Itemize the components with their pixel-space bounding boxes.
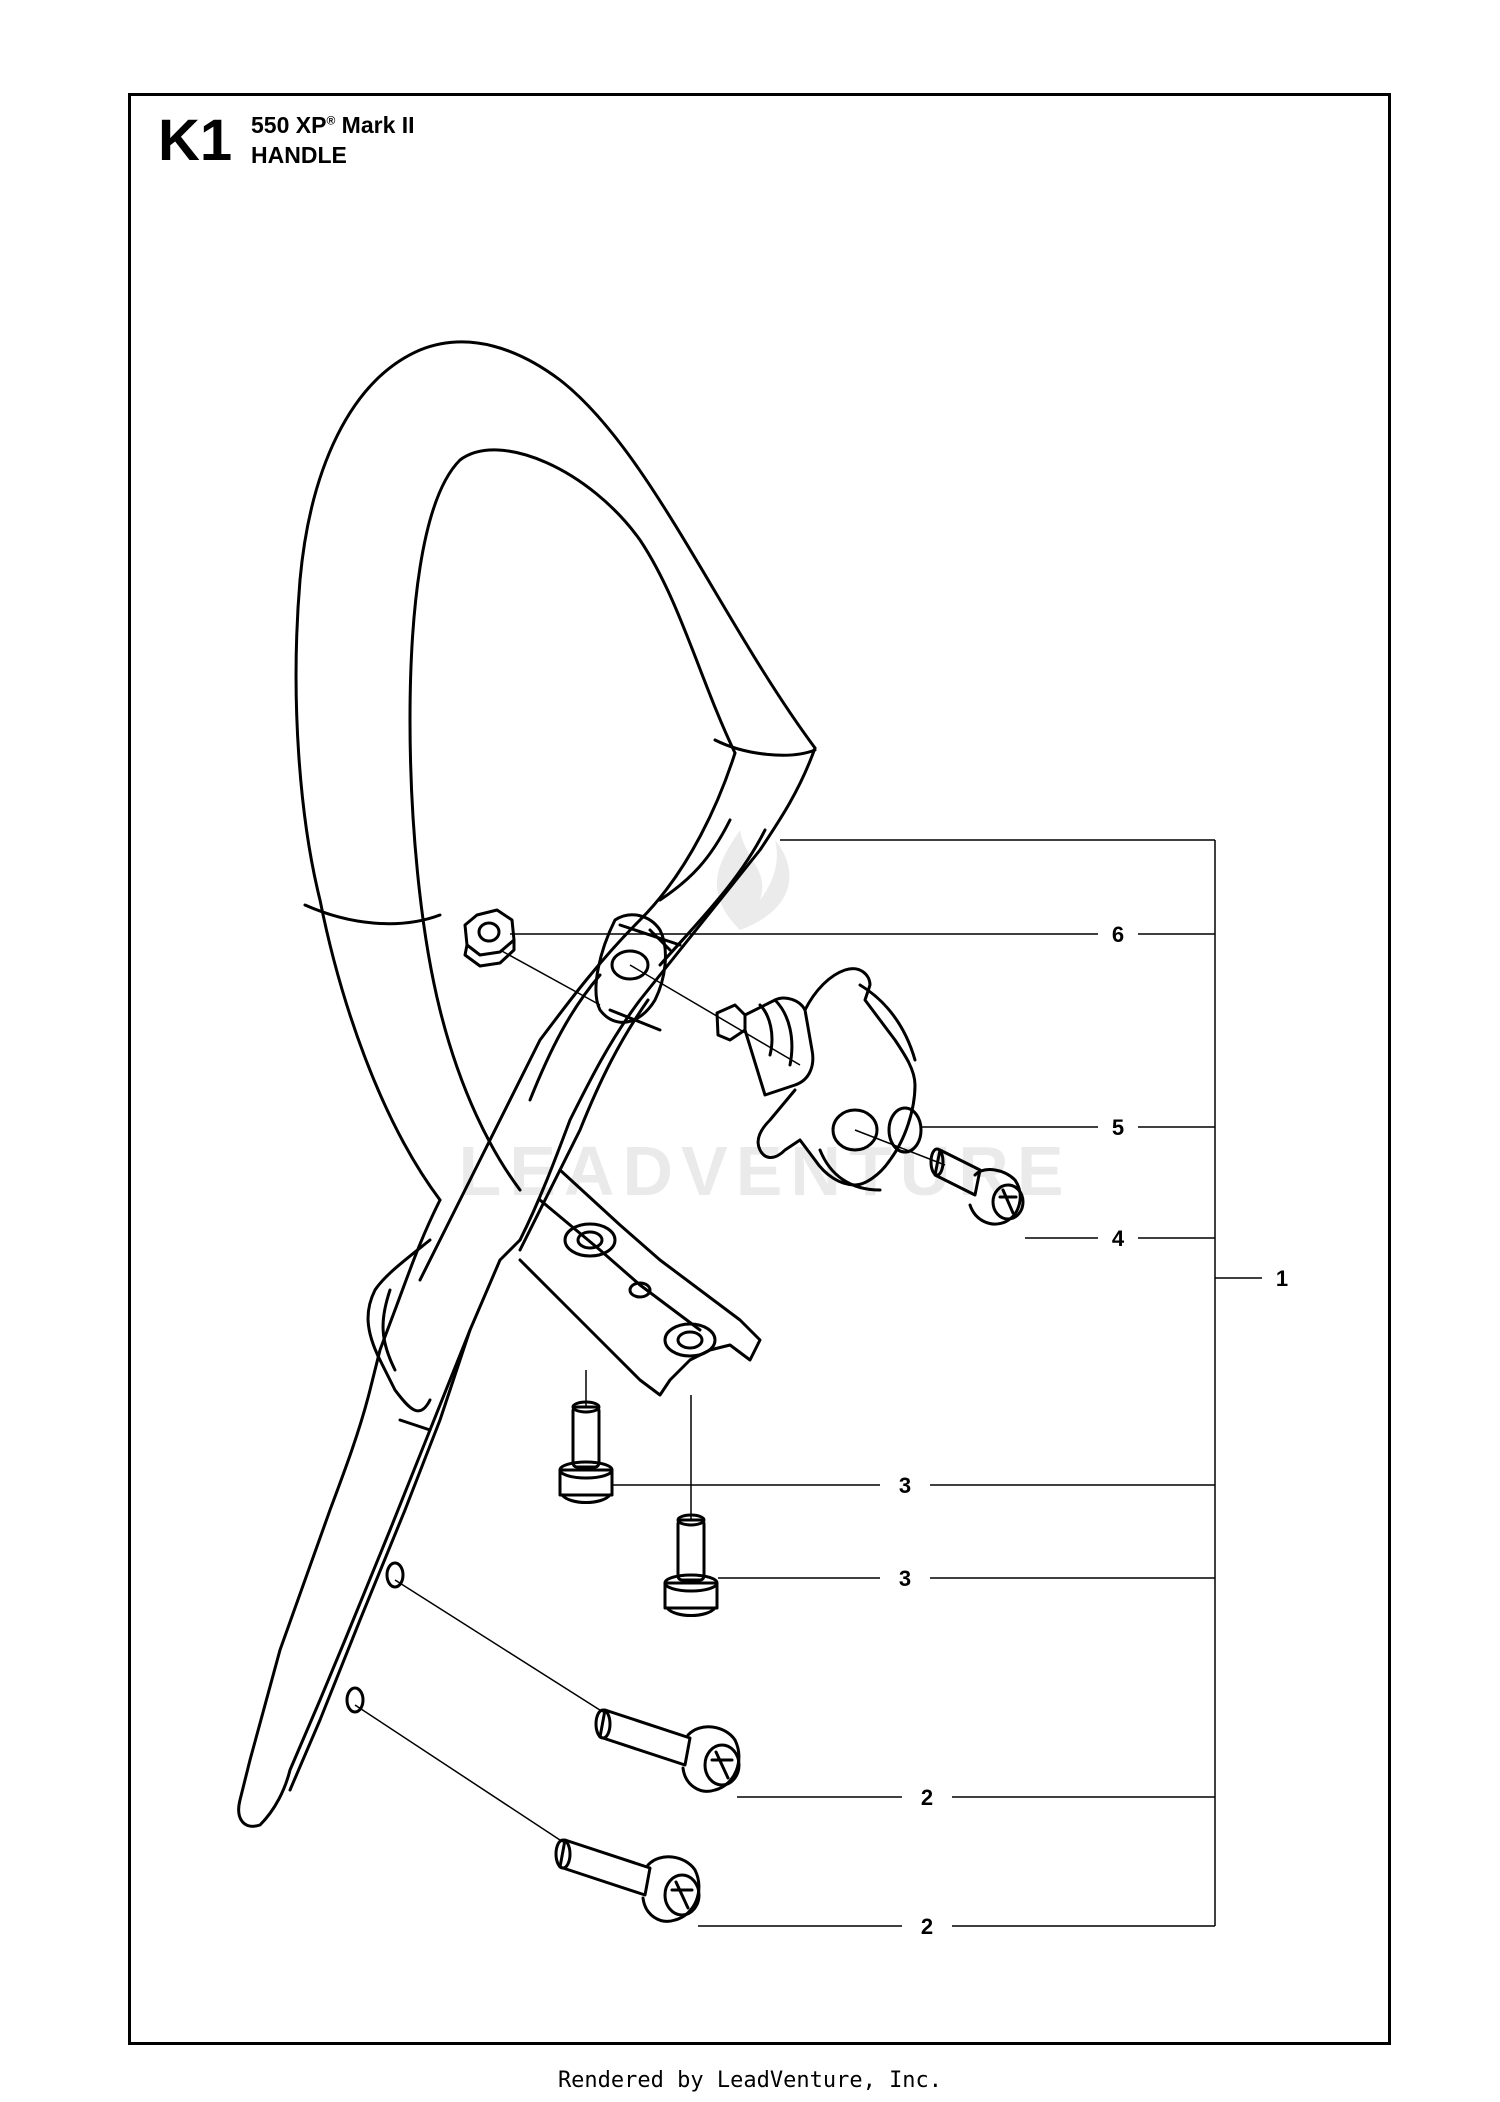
screw-part-2a: [594, 1708, 741, 1793]
model-base: 550 XP: [251, 112, 327, 138]
diagram-title: HANDLE: [251, 142, 347, 168]
model-suffix: Mark II: [335, 112, 415, 138]
watermark-flame-icon: [716, 830, 790, 930]
diagram-frame: [128, 93, 1391, 2045]
section-code: K1: [158, 108, 233, 173]
screw-part-3a: [558, 1400, 614, 1504]
callout-3a: 3: [899, 1473, 911, 1498]
callout-3b: 3: [899, 1566, 911, 1591]
callout-2a: 2: [921, 1785, 933, 1810]
callout-labels: 6 5 4 1 3 3 2 2: [899, 922, 1288, 1939]
screw-part-4: [929, 1147, 1025, 1226]
callout-1: 1: [1276, 1266, 1288, 1291]
screw-part-2b: [554, 1838, 701, 1923]
callout-6: 6: [1112, 922, 1124, 947]
adjuster-knob-part: [715, 967, 923, 1192]
screw-part-3b: [663, 1513, 719, 1617]
registered-mark: ®: [326, 113, 336, 128]
nut-part: [463, 908, 516, 968]
handle-bar-part: [237, 340, 817, 1828]
footer-credit: Rendered by LeadVenture, Inc.: [557, 2068, 943, 2093]
callout-4: 4: [1112, 1226, 1125, 1251]
watermark: LEADVENTURE: [458, 830, 1064, 1210]
callout-5: 5: [1112, 1115, 1124, 1140]
model-name: 550 XP® Mark II: [251, 112, 415, 138]
assembly-guide-lines: [354, 949, 946, 1843]
callout-2b: 2: [921, 1914, 933, 1939]
callout-leaders: [510, 839, 1262, 1927]
